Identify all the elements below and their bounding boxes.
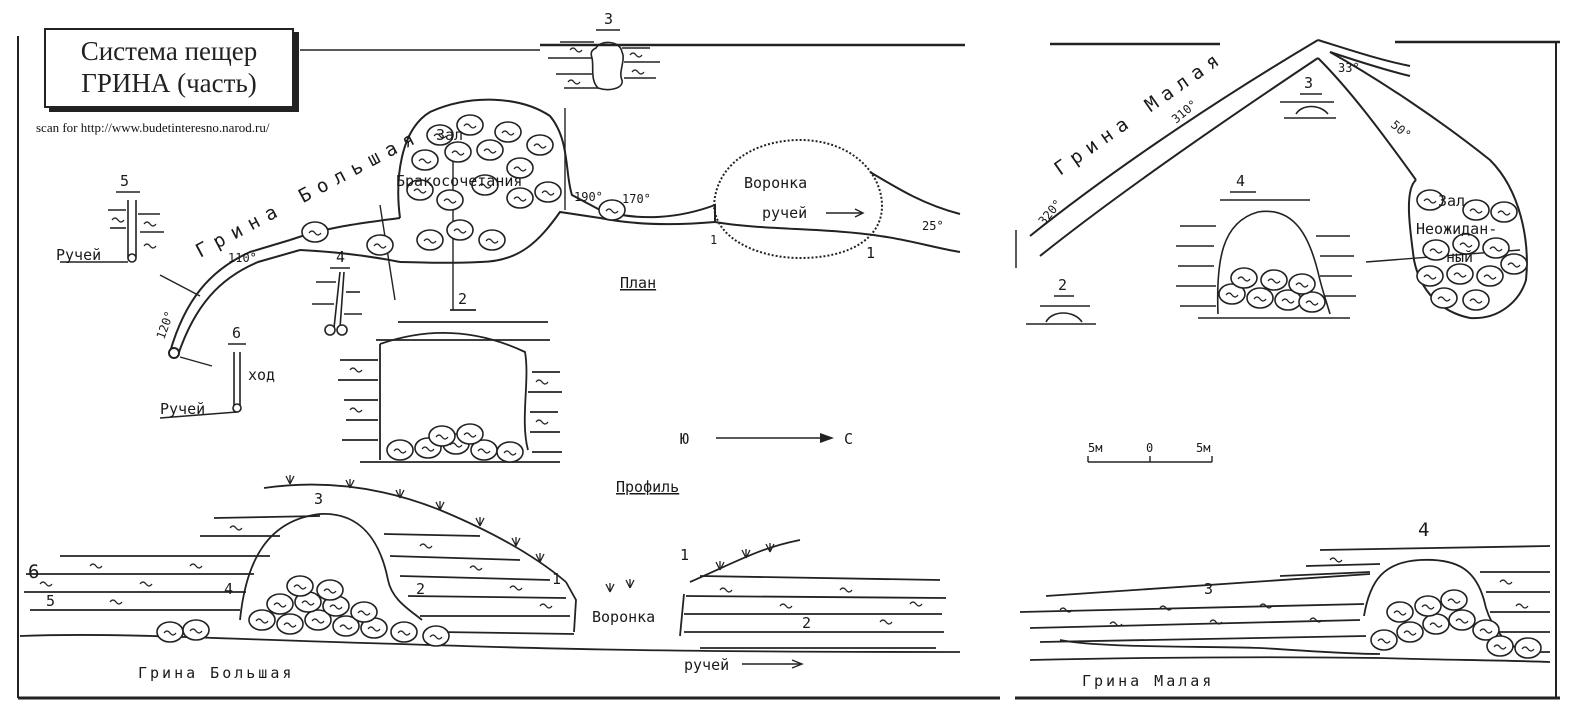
profile-stream-label: ручей	[684, 656, 729, 674]
small-section-3-number: 3	[1304, 74, 1313, 92]
small-profile-num-4: 4	[1418, 519, 1429, 541]
section-num-1a: 1	[710, 233, 717, 247]
scale-mid: 0	[1146, 441, 1153, 455]
left-frame	[17, 36, 1000, 700]
hall-label-1: Зал	[436, 126, 463, 144]
passage-label: ход	[248, 366, 275, 384]
section-6: 6	[159, 324, 246, 419]
direction-from: Ю	[680, 430, 689, 448]
small-section-2: 2	[1026, 276, 1096, 325]
profile-num-1a: 1	[552, 570, 561, 588]
section-2-number: 3	[604, 10, 613, 28]
profile-num-5: 5	[46, 592, 55, 610]
profile-num-1b: 1	[680, 546, 689, 564]
profile-boulders	[156, 575, 450, 647]
small-hall-label-2: Неожидан-	[1416, 220, 1497, 238]
profile-num-6: 6	[28, 561, 39, 583]
bearing-120: 120°	[154, 309, 177, 341]
stream-label-5: Ручей	[56, 246, 101, 264]
big-cave-profile-name: Грина Большая	[138, 664, 294, 682]
title-line-2: ГРИНА (часть)	[81, 68, 257, 98]
big-cave-plan	[159, 98, 961, 367]
section-4-small: 4	[312, 248, 362, 336]
bearing-190: 190°	[574, 190, 603, 204]
bearing-110: 110°	[228, 251, 257, 265]
bearing-33: 33°	[1338, 61, 1360, 75]
small-section-2-number: 2	[1058, 276, 1067, 294]
small-hall-label-1: Зал	[1438, 192, 1465, 210]
profile-num-3: 3	[314, 490, 323, 508]
section-3-boulders	[386, 423, 524, 463]
bearing-25: 25°	[922, 219, 944, 233]
scale-right: 5м	[1196, 441, 1210, 455]
small-section-4: 4	[1176, 172, 1356, 319]
title-line-1: Система пещер	[80, 36, 258, 66]
profile-label: Профиль	[616, 478, 679, 496]
small-section-3: 3	[1280, 74, 1336, 119]
scale-left: 5м	[1088, 441, 1102, 455]
hall-label-2: Бракосочетания	[396, 172, 522, 190]
small-cave-profile-labels: 3 4 Грина Малая	[1082, 519, 1429, 690]
small-cave-plan-labels: Грина Малая 320° 310° 33° 50° Зал Неожид…	[1036, 46, 1498, 266]
scale-bar: 5м 0 5м	[1087, 441, 1213, 463]
bearing-170: 170°	[622, 192, 651, 206]
profile-sinkhole-label: Воронка	[592, 608, 655, 626]
small-cave-profile	[1019, 545, 1551, 663]
north-arrow: Ю С	[680, 430, 853, 448]
profile-tufts	[285, 474, 775, 593]
section-5-number: 5	[120, 172, 129, 190]
bearing-50: 50°	[1388, 118, 1414, 143]
section-6-number: 6	[232, 324, 241, 342]
stream-label-6: Ручей	[160, 400, 205, 418]
small-section-4-number: 4	[1236, 172, 1245, 190]
section-4-number: 4	[336, 248, 345, 266]
plan-label: План	[620, 274, 656, 292]
scan-credit: scan for http://www.budetinteresno.narod…	[36, 120, 270, 135]
direction-to: С	[844, 430, 853, 448]
section-3-number: 2	[458, 290, 467, 308]
small-cave-profile-name: Грина Малая	[1082, 672, 1214, 690]
section-3-large: 2	[338, 290, 562, 463]
profile-num-2b: 2	[802, 614, 811, 632]
big-cave-profile	[19, 483, 961, 669]
title-box: Система пещер ГРИНА (часть)	[44, 28, 294, 108]
section-5: 5	[60, 172, 164, 263]
big-cave-profile-labels: 3 6 5 4 2 1 1 2 Воронка ручей Грина Боль…	[28, 490, 811, 682]
profile-num-4: 4	[224, 580, 233, 598]
small-section-4-boulders	[1218, 267, 1326, 313]
stream-label-plan: ручей	[762, 204, 807, 222]
profile-num-2: 2	[416, 580, 425, 598]
sinkhole-label: Воронка	[744, 174, 807, 192]
right-frame	[1015, 40, 1560, 700]
small-profile-boulders	[1370, 589, 1542, 659]
small-hall-label-3: ный	[1446, 248, 1473, 266]
big-cave-plan-labels: Грина Большая Зал Бракосочетания Воронка…	[154, 124, 944, 341]
section-num-1b: 1	[866, 244, 875, 262]
section-2-top: 3	[548, 10, 660, 91]
small-profile-num-3: 3	[1204, 580, 1213, 598]
